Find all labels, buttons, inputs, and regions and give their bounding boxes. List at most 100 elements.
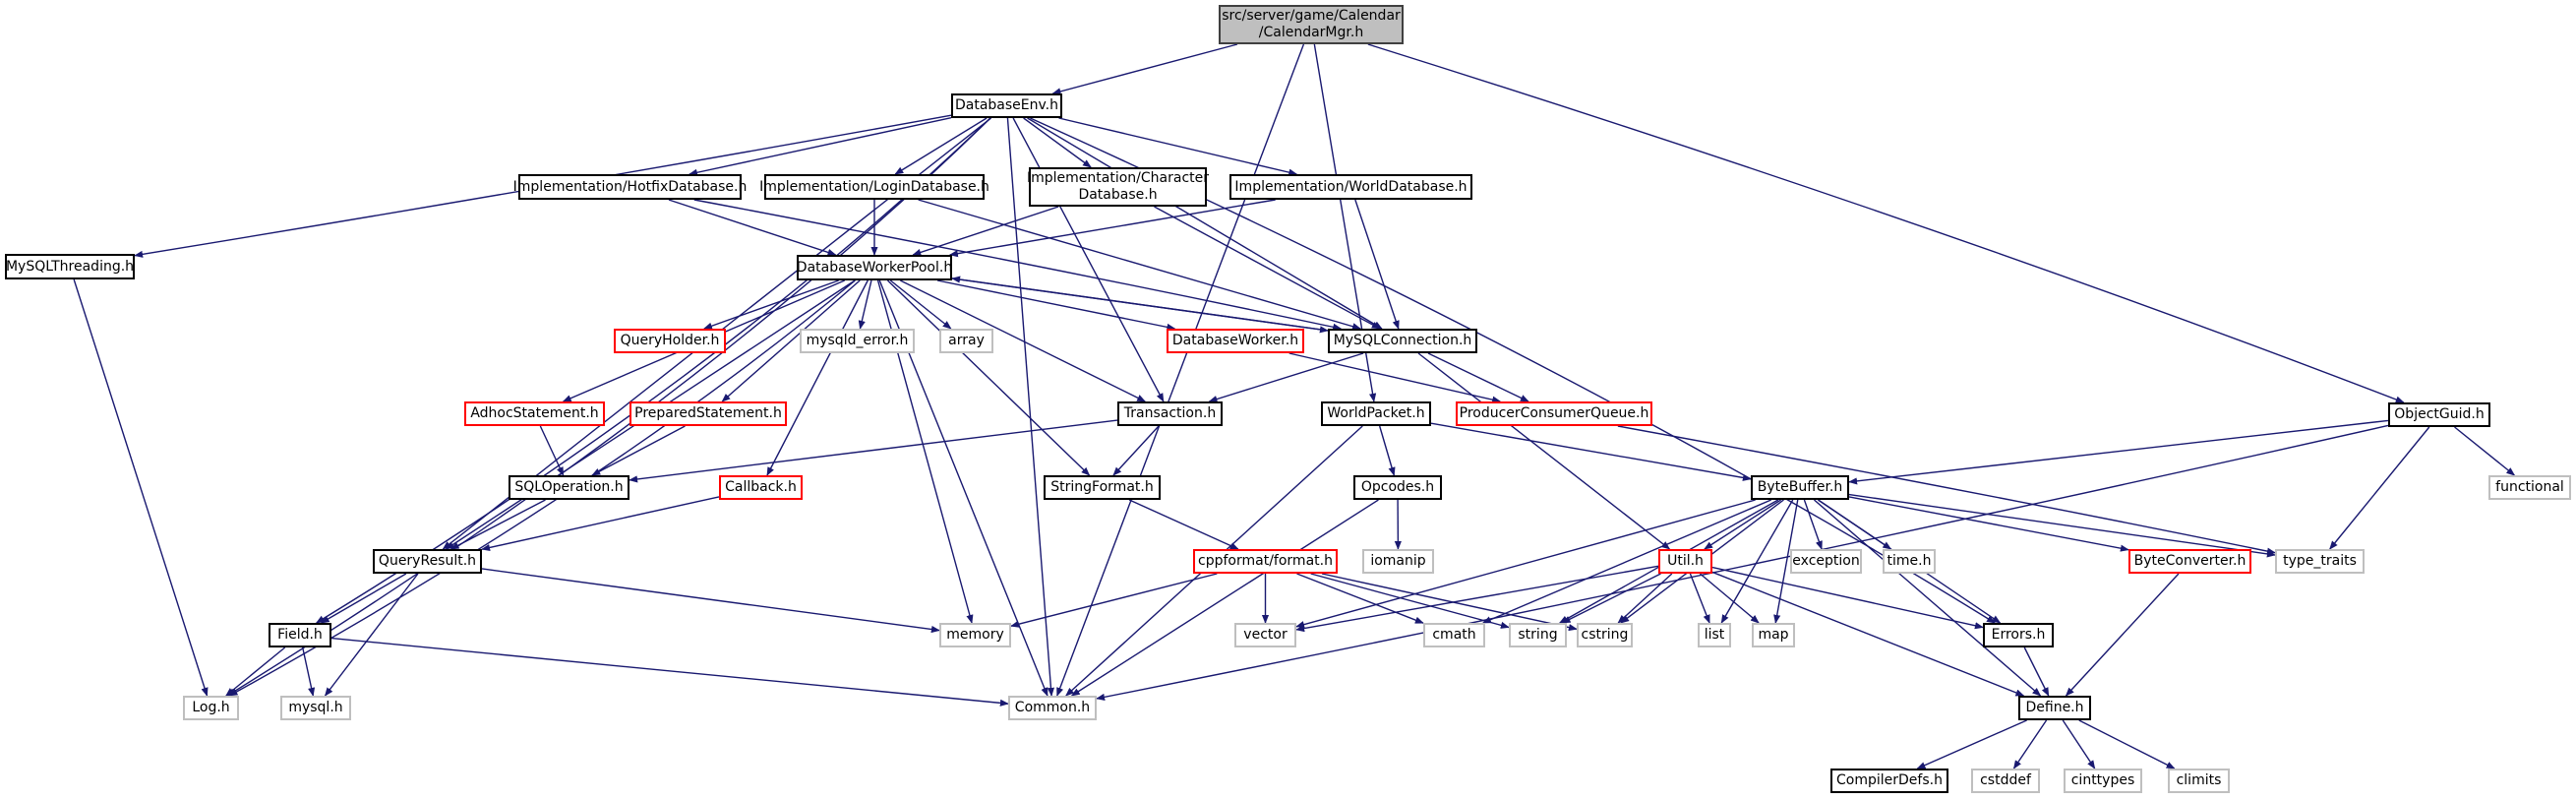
node-label: CompilerDefs.h [1836,772,1943,788]
node-adhoc[interactable]: AdhocStatement.h [464,401,605,426]
node-define[interactable]: Define.h [2018,696,2091,720]
node-functional[interactable]: functional [2488,475,2571,500]
node-mysqlconn[interactable]: MySQLConnection.h [1328,329,1477,353]
edge-dbwp-to-array [889,279,952,330]
node-cppformat[interactable]: cppformat/format.h [1193,549,1338,574]
node-hotfix[interactable]: Implementation/HotfixDatabase.h [513,174,747,200]
edge-util-to-vector [1295,565,1659,633]
node-label: Implementation/WorldDatabase.h [1234,178,1468,195]
edge-queryresult-to-field [320,573,407,624]
edge-bytebuffer-to-util [1704,499,1781,550]
node-typetraits[interactable]: type_traits [2275,549,2365,574]
node-sqlop[interactable]: SQLOperation.h [509,475,629,500]
node-map[interactable]: map [1752,623,1795,647]
edge-bytebuffer-to-map [1773,499,1799,624]
node-memory[interactable]: memory [939,623,1011,647]
node-worldpacket[interactable]: WorldPacket.h [1321,401,1431,426]
node-label: DatabaseWorkerPool.h [796,259,953,276]
node-dbworker[interactable]: DatabaseWorker.h [1167,329,1304,353]
node-worlddb[interactable]: Implementation/WorldDatabase.h [1229,174,1472,200]
node-root[interactable]: src/server/game/Calendar /CalendarMgr.h [1219,5,1404,44]
node-label: MySQLThreading.h [5,258,135,275]
node-label: mysql.h [288,700,343,715]
node-mysqlthreading[interactable]: MySQLThreading.h [5,254,135,279]
node-objectguid[interactable]: ObjectGuid.h [2388,402,2490,427]
node-cinttypes[interactable]: cinttypes [2064,769,2142,793]
edge-login-to-mysqlconn [918,199,1361,331]
edge-mysqlconn-to-pcq [1427,352,1529,402]
node-transaction[interactable]: Transaction.h [1117,401,1223,426]
node-label: cmath [1432,627,1476,643]
node-label: ObjectGuid.h [2394,406,2485,422]
node-pcq[interactable]: ProducerConsumerQueue.h [1456,401,1652,426]
edge-dbwp-to-transaction [899,279,1147,402]
edge-errors-to-define [2023,646,2050,697]
node-label: DatabaseWorker.h [1171,333,1299,348]
edge-define-to-cinttypes [2062,719,2096,769]
node-logh[interactable]: Log.h [183,696,239,720]
edge-dbenv-to-mysqlconn [1027,117,1383,330]
edge-callback-to-queryresult [481,496,720,551]
node-chardb[interactable]: Implementation/Character Database.h [1027,167,1209,207]
node-array[interactable]: array [939,329,993,353]
edge-objectguid-to-typetraits [2329,426,2430,550]
node-bytebuffer[interactable]: ByteBuffer.h [1751,475,1849,500]
node-cstddef[interactable]: cstddef [1971,769,2040,793]
node-queryresult[interactable]: QueryResult.h [373,549,482,574]
node-iomanip[interactable]: iomanip [1362,549,1434,574]
node-vector[interactable]: vector [1234,623,1296,647]
node-common[interactable]: Common.h [1008,696,1097,720]
node-byteconv[interactable]: ByteConverter.h [2128,549,2251,574]
node-callback[interactable]: Callback.h [719,475,803,500]
node-label: Define.h [2025,700,2084,715]
edge-dbwp-to-stringformat [886,279,1091,476]
node-label: exception [1792,553,1860,569]
edge-bytebuffer-to-vector [1295,499,1756,629]
edge-worlddb-to-dbwp [948,199,1276,258]
edge-prepared-to-sqlop [591,425,686,476]
node-list[interactable]: list [1698,623,1731,647]
edge-cppformat-to-string [1310,573,1510,629]
node-label: Implementation/HotfixDatabase.h [512,178,748,195]
edge-dbenv-to-chardb [1023,117,1092,168]
node-login[interactable]: Implementation/LoginDatabase.h [759,174,989,200]
edge-dbenv-to-common [1006,117,1055,697]
node-queryholder[interactable]: QueryHolder.h [614,329,726,353]
edge-chardb-to-dbwp [912,206,1059,256]
edge-opcodes-to-common [1070,499,1379,697]
node-timeh[interactable]: time.h [1883,549,1936,574]
node-cmath[interactable]: cmath [1423,623,1485,647]
node-label: StringFormat.h [1050,479,1154,495]
edge-queryresult-to-memory [481,568,940,634]
edge-mysqlconn-to-util [1417,352,1671,550]
edge-dbenv-to-logh [226,117,991,697]
node-string[interactable]: string [1509,623,1567,647]
node-util[interactable]: Util.h [1658,549,1712,574]
edge-util-to-cstring [1617,573,1673,624]
node-prepared[interactable]: PreparedStatement.h [629,401,787,426]
node-dbenv[interactable]: DatabaseEnv.h [951,93,1062,118]
node-errors[interactable]: Errors.h [1983,623,2054,647]
node-cstring[interactable]: cstring [1577,623,1633,647]
node-label: DatabaseEnv.h [954,97,1059,113]
edge-hotfix-to-dbwp [668,199,837,256]
node-label: QueryHolder.h [620,333,720,348]
node-mysqlderror[interactable]: mysqld_error.h [800,329,915,353]
node-stringformat[interactable]: StringFormat.h [1044,475,1161,500]
node-exception[interactable]: exception [1790,549,1862,574]
node-opcodes[interactable]: Opcodes.h [1353,475,1442,500]
edge-define-to-compilerdefs [1916,719,2027,769]
edge-sqlop-to-queryresult [449,499,546,550]
node-climits[interactable]: climits [2168,769,2230,793]
edge-chardb-to-mysqlconn [1154,206,1381,330]
node-mysqlh[interactable]: mysql.h [280,696,351,720]
edge-mysqlconn-to-dbwp [951,276,1329,332]
node-dbwp[interactable]: DatabaseWorkerPool.h [797,255,952,280]
node-compilerdefs[interactable]: CompilerDefs.h [1830,769,1948,793]
edge-root-to-dbenv [1051,43,1238,95]
node-field[interactable]: Field.h [269,623,331,647]
node-label: Common.h [1014,700,1091,715]
node-label: Errors.h [1991,627,2046,643]
